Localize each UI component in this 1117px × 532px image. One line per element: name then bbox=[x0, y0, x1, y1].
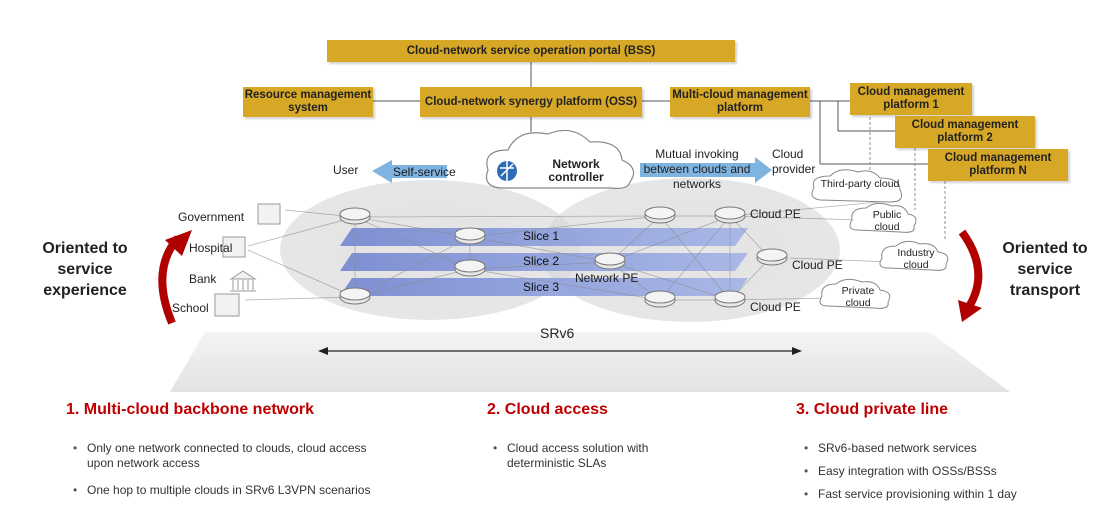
slice-band-3 bbox=[340, 278, 748, 296]
section-3-bullet-2: • Easy integration with OSSs/BSSs bbox=[804, 464, 1078, 479]
government-building-icon bbox=[257, 203, 281, 225]
user-label: User bbox=[333, 163, 359, 177]
router-icon bbox=[714, 206, 746, 224]
network-controller-label: Network controller bbox=[548, 157, 604, 184]
cloud-provider-label: Cloud provider bbox=[772, 147, 816, 176]
hospital-building-icon bbox=[222, 236, 246, 258]
self-service-label: Self-service bbox=[393, 165, 456, 179]
multicloud-platform-box: Multi-cloud management platform bbox=[670, 87, 810, 117]
customer-government: Government bbox=[178, 210, 245, 224]
oriented-service-experience: Oriented to service experience bbox=[42, 240, 128, 299]
oss-platform-label: Cloud-network synergy platform (OSS) bbox=[424, 95, 638, 108]
right-red-arrow bbox=[958, 229, 983, 307]
slice-2-label: Slice 2 bbox=[523, 254, 560, 268]
top-connectors bbox=[372, 62, 928, 165]
srv6-label: SRv6 bbox=[540, 325, 575, 341]
router-icon bbox=[339, 207, 371, 225]
router-icon bbox=[714, 290, 746, 308]
cmp-1-label: Cloud management platform 1 bbox=[857, 86, 965, 111]
network-pe-label: Network PE bbox=[575, 271, 639, 285]
oriented-service-transport: Oriented to service transport bbox=[1002, 240, 1088, 299]
slice-3-label: Slice 3 bbox=[523, 280, 560, 294]
section-1-bullet-2: • One hop to multiple clouds in SRv6 L3VP… bbox=[73, 483, 377, 498]
router-icon bbox=[644, 290, 676, 308]
section-2-title: 2. Cloud access bbox=[487, 401, 608, 418]
bullet-text: Only one network connected to clouds, cl… bbox=[87, 441, 367, 470]
industry-cloud-label: Industry cloud bbox=[897, 247, 935, 271]
section-1-bullet-1: • Only one network connected to clouds, c… bbox=[73, 441, 377, 471]
bullet-dot-icon: • bbox=[73, 441, 78, 455]
cmp-2-label: Cloud management platform 2 bbox=[911, 119, 1019, 144]
bss-portal-box: Cloud-network service operation portal (… bbox=[327, 40, 735, 62]
bss-portal-label: Cloud-network service operation portal (… bbox=[406, 44, 656, 57]
hub-left bbox=[280, 180, 580, 320]
mutual-invoking-label: Mutual invoking between clouds and netwo… bbox=[643, 147, 751, 191]
public-cloud-label: Public cloud bbox=[872, 209, 902, 233]
router-icon bbox=[644, 206, 676, 224]
bank-building-icon bbox=[229, 270, 257, 292]
cmp-2-box: Cloud management platform 2 bbox=[895, 116, 1035, 148]
bullet-text: SRv6-based network services bbox=[818, 441, 977, 455]
bullet-text: One hop to multiple clouds in SRv6 L3VPN… bbox=[87, 483, 371, 497]
routers bbox=[339, 206, 788, 308]
router-icon bbox=[594, 252, 626, 270]
bullet-text: Fast service provisioning within 1 day bbox=[818, 487, 1017, 501]
customer-hospital: Hospital bbox=[189, 241, 233, 255]
dashed-connectors bbox=[869, 117, 946, 240]
customer-school: School bbox=[172, 301, 209, 315]
bullet-dot-icon: • bbox=[804, 487, 809, 501]
cmp-1-box: Cloud management platform 1 bbox=[850, 83, 972, 115]
school-building-icon bbox=[214, 293, 240, 317]
third-party-cloud-label: Third-party cloud bbox=[820, 178, 900, 190]
bullet-dot-icon: • bbox=[493, 441, 498, 455]
bullet-text: Easy integration with OSSs/BSSs bbox=[818, 464, 997, 478]
section-3-bullet-1: • SRv6-based network services bbox=[804, 441, 1078, 456]
router-icon bbox=[339, 287, 371, 305]
section-1-title: 1. Multi-cloud backbone network bbox=[66, 401, 315, 418]
bullet-text: Cloud access solution with deterministic… bbox=[507, 441, 649, 470]
private-cloud-label: Private cloud bbox=[841, 285, 875, 309]
resource-management-box: Resource management system bbox=[243, 87, 373, 117]
cloud-pe-label-1: Cloud PE bbox=[750, 207, 801, 221]
controller-cloud-shape bbox=[485, 129, 635, 189]
slice-1-label: Slice 1 bbox=[523, 229, 560, 243]
cloud-pe-label-2: Cloud PE bbox=[792, 258, 843, 272]
bullet-dot-icon: • bbox=[804, 464, 809, 478]
oss-platform-box: Cloud-network synergy platform (OSS) bbox=[420, 87, 642, 117]
router-icon bbox=[756, 248, 788, 266]
floor-platform bbox=[170, 332, 1010, 392]
slice-band-1 bbox=[340, 228, 748, 246]
cmp-n-label: Cloud management platform N bbox=[944, 152, 1052, 177]
router-icon bbox=[454, 227, 486, 245]
self-service-arrow bbox=[372, 160, 447, 183]
cloud-pe-label-3: Cloud PE bbox=[750, 300, 801, 314]
small-clouds bbox=[811, 169, 949, 309]
resource-management-label: Resource management system bbox=[244, 89, 372, 114]
customer-icons bbox=[214, 203, 281, 317]
mesh-lines bbox=[244, 199, 901, 301]
bullet-dot-icon: • bbox=[73, 483, 78, 497]
section-3-bullet-3: • Fast service provisioning within 1 day bbox=[804, 487, 1078, 502]
section-3-title: 3. Cloud private line bbox=[796, 401, 949, 418]
customer-bank: Bank bbox=[189, 272, 217, 286]
section-2-bullet-1: • Cloud access solution with deterministi… bbox=[493, 441, 707, 471]
bullet-dot-icon: • bbox=[804, 441, 809, 455]
mutual-arrow bbox=[640, 157, 772, 183]
multicloud-platform-label: Multi-cloud management platform bbox=[672, 89, 808, 114]
srv6-arrow bbox=[318, 347, 802, 355]
slice-band-2 bbox=[340, 253, 748, 271]
router-icon bbox=[454, 259, 486, 277]
cmp-n-box: Cloud management platform N bbox=[928, 149, 1068, 181]
